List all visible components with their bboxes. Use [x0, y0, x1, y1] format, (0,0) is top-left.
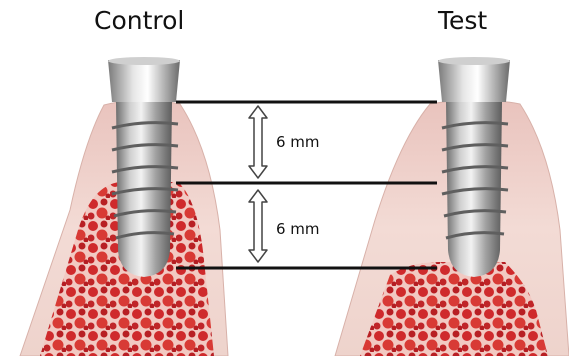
upper-double-arrow: [249, 106, 267, 178]
lower-measurement-label: 6 mm: [276, 220, 320, 238]
test-label: Test: [438, 6, 487, 35]
control-implant: [108, 57, 180, 277]
test-implant-collar: [438, 60, 510, 102]
lower-double-arrow: [249, 190, 267, 262]
control-label: Control: [94, 6, 184, 35]
control-implant-collar: [108, 60, 180, 102]
upper-measurement-label: 6 mm: [276, 133, 320, 151]
test-implant: [438, 57, 510, 277]
